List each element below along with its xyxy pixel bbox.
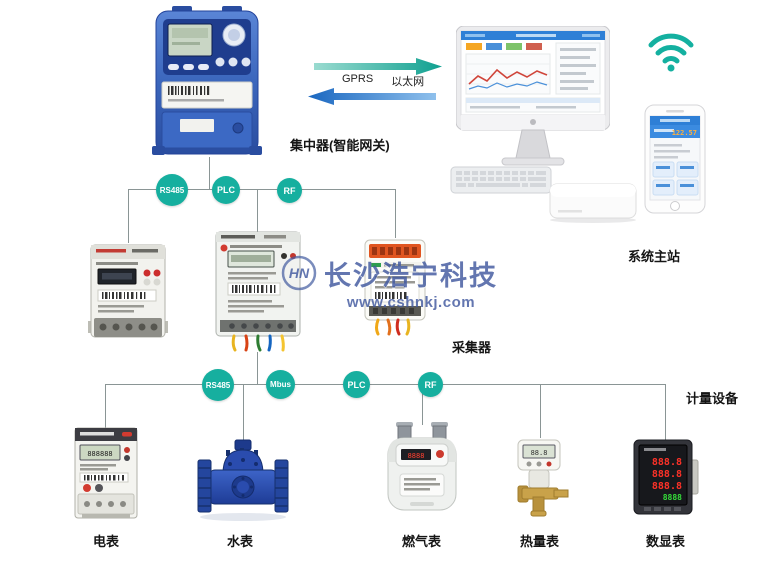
collector-module [362, 238, 428, 336]
phone-home-button [670, 201, 680, 211]
svg-text:88.8: 88.8 [531, 449, 548, 457]
bus2-node-rf: RF [418, 372, 443, 397]
link-labels: GPRS 以太网 [342, 73, 424, 89]
bus2-node-rs485: RS485 [202, 369, 234, 401]
desktop-computer [456, 26, 610, 172]
heat-meter: 88.8 [512, 436, 570, 518]
bus1-node-plc: PLC [212, 176, 240, 204]
metering-label: 计量设备 [686, 391, 739, 406]
bus1-node-rf: RF [277, 178, 302, 203]
wifi-icon [646, 28, 696, 72]
water-meter-valve [196, 438, 290, 522]
digital-display-meter: 888.8 888.8 888.8 8888 [632, 438, 700, 518]
monitor-base [501, 157, 565, 166]
bus1-node-rs485: RS485 [156, 174, 188, 206]
svg-text:8888: 8888 [663, 493, 682, 502]
smartphone: 122.57 [644, 104, 706, 214]
ethernet-label: 以太网 [391, 76, 425, 88]
bus2-node-mbus: Mbus [266, 370, 295, 399]
svg-text:888888: 888888 [87, 450, 112, 458]
display-meter-face [638, 444, 688, 506]
concentrator-buttons [168, 64, 209, 70]
heat-meter-label: 热量表 [520, 534, 560, 549]
electric-meter: 888888 [72, 426, 140, 524]
svg-text:888.8: 888.8 [652, 481, 682, 492]
bus2-drop-gas [422, 384, 423, 425]
concentrator-barcode [168, 86, 210, 95]
collector-meter-a [88, 243, 168, 345]
master-station-label: 系统主站 [628, 249, 681, 264]
svg-text:888.8: 888.8 [652, 457, 682, 468]
dashboard-sidebar [555, 42, 601, 95]
valve-flange-right [274, 459, 289, 513]
bus2-drop-water [243, 384, 244, 440]
gas-meter-label: 燃气表 [402, 534, 442, 549]
collector-meter-b [212, 230, 304, 352]
collector-label: 采集器 [452, 340, 492, 355]
electric-meter-lcd [79, 444, 121, 461]
gprs-label: GPRS [342, 73, 374, 85]
meter-b-wires [231, 334, 285, 352]
collector-drop-line [257, 352, 258, 385]
svg-text:888.8: 888.8 [652, 469, 682, 480]
module-wires [375, 318, 411, 336]
monitor-stand [515, 129, 551, 159]
heat-meter-lcd [522, 444, 556, 459]
valve-flange-left [197, 459, 212, 513]
dashboard-stats [466, 43, 542, 50]
gateway-label: 集中器(智能网关) [290, 138, 390, 153]
modem-box [548, 180, 638, 224]
electric-meter-label: 电表 [93, 534, 120, 549]
concentrator-device [150, 6, 264, 158]
bus1-drop-meter-a [128, 189, 129, 243]
bus2-drop-display [665, 384, 666, 440]
downlink-arrow-left [308, 88, 436, 105]
bus2-drop-heat [540, 384, 541, 438]
bus2-line [105, 384, 665, 385]
gateway-drop-line [209, 157, 210, 190]
water-meter-label: 水表 [227, 534, 254, 549]
phone-reading-value: 122.57 [672, 129, 697, 137]
heat-meter-body [528, 469, 550, 489]
gas-meter: 8888 [384, 422, 460, 514]
bus2-drop-electric [105, 384, 106, 428]
bus1-line [128, 189, 396, 190]
bus2-node-plc: PLC [343, 371, 370, 398]
gas-meter-lcd [401, 449, 431, 460]
svg-text:8888: 8888 [408, 452, 425, 460]
display-meter-label: 数显表 [646, 534, 686, 549]
uplink-arrow-right [314, 58, 442, 75]
bus1-drop-meter-b [257, 189, 258, 232]
bus1-drop-collector [395, 189, 396, 238]
keyboard [450, 166, 552, 194]
